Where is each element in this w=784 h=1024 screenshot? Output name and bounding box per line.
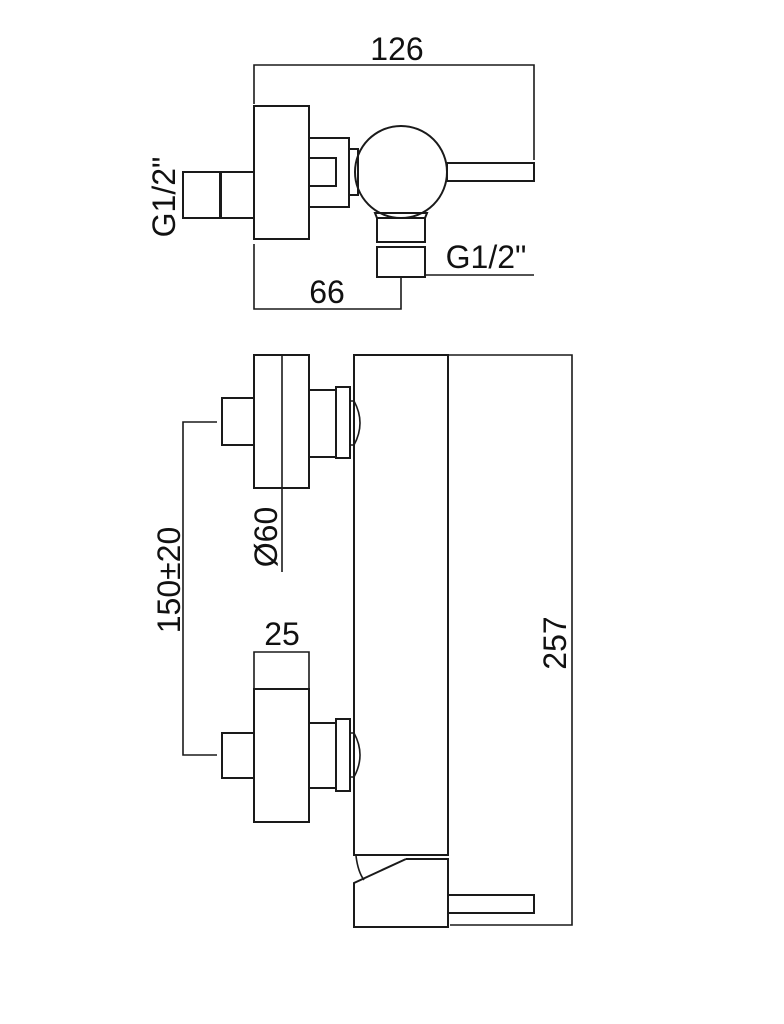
- outlet-nut: [376, 217, 426, 243]
- connector-collar: [348, 148, 359, 196]
- dimension-257: 257: [448, 354, 573, 926]
- top-view: 126 G1/2" G1/2" 66: [146, 31, 535, 310]
- dimension-line: [253, 64, 535, 160]
- outlet-thread: [376, 246, 426, 278]
- diverter-housing: [353, 858, 449, 928]
- dimension-25: 25: [253, 616, 310, 689]
- upper-connector: [308, 389, 337, 458]
- dimension-150: 150±20: [151, 421, 217, 756]
- lower-inlet: [221, 688, 361, 823]
- dimension-126: 126: [253, 31, 535, 160]
- wall-flange: [253, 105, 310, 240]
- lower-flange: [253, 688, 310, 823]
- dimension-line: [182, 421, 217, 756]
- lower-pipe: [221, 732, 255, 779]
- lower-connector: [308, 722, 337, 789]
- dimension-line: [448, 354, 573, 926]
- inlet-pipe: [220, 171, 255, 219]
- valve-body: [354, 125, 448, 219]
- diverter-arc: [355, 855, 365, 881]
- upper-pipe: [221, 397, 255, 446]
- inlet-thread-label: G1/2": [146, 157, 182, 238]
- diameter-label: Ø60: [248, 507, 284, 567]
- dimension-label-257: 257: [537, 616, 573, 669]
- outlet-thread-label: G1/2": [446, 239, 527, 275]
- dimension-label-66: 66: [309, 274, 345, 310]
- dimension-label-25: 25: [264, 616, 300, 652]
- dimension-label-126: 126: [370, 31, 423, 67]
- lever-handle: [446, 162, 535, 182]
- front-view: Ø60 150±20 25 257: [151, 354, 573, 928]
- connector: [308, 137, 350, 208]
- dimension-label-150: 150±20: [151, 527, 187, 634]
- lower-collar: [335, 718, 351, 792]
- mixer-body: [353, 354, 449, 856]
- dimension-line: [253, 651, 310, 689]
- dimension-line: [253, 244, 402, 310]
- upper-collar: [335, 386, 351, 459]
- connector-inner: [308, 157, 337, 187]
- dimension-66: 66: [253, 244, 402, 310]
- inlet-pipe-end: [182, 171, 221, 219]
- upper-inlet: [221, 354, 361, 489]
- spout: [447, 894, 535, 914]
